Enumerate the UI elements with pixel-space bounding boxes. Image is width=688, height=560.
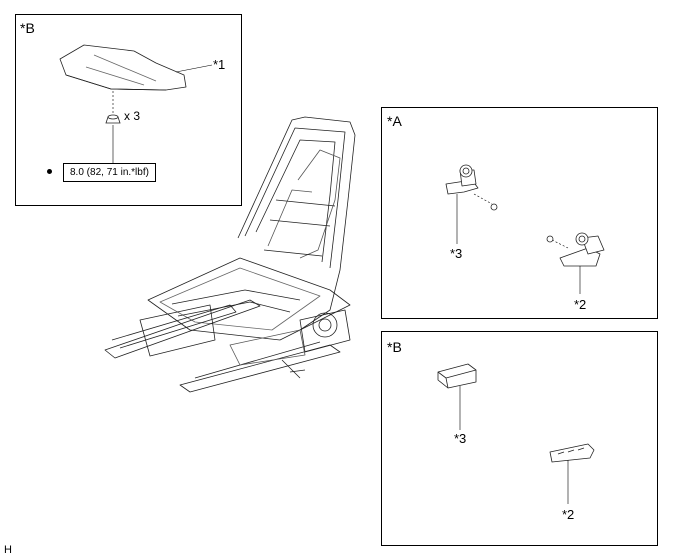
figure-code: H bbox=[4, 544, 12, 556]
cover-part-illustration bbox=[59, 44, 213, 163]
callout-2: *2 bbox=[562, 507, 575, 522]
torque-bullet-icon bbox=[47, 169, 52, 174]
panel-a: *A *3 *2 bbox=[381, 107, 658, 319]
bolt-icon bbox=[490, 203, 498, 211]
cover-parts-illustration bbox=[437, 363, 595, 504]
panel-b-bottom: *B *3 *2 bbox=[381, 331, 658, 546]
callout-1: *1 bbox=[213, 57, 226, 72]
quantity-label: x 3 bbox=[124, 109, 141, 123]
panel-label: *B bbox=[20, 20, 35, 36]
callout-2: *2 bbox=[574, 297, 587, 312]
callout-3: *3 bbox=[450, 246, 463, 261]
panel-label: *B bbox=[387, 339, 402, 355]
torque-spec: 8.0 (82, 71 in.*lbf) bbox=[63, 163, 156, 182]
panel-label: *A bbox=[387, 113, 402, 129]
nut-icon bbox=[105, 114, 121, 124]
panel-b-top: *B *1 x 3 8.0 (82, 71 in.*lbf) bbox=[15, 14, 242, 206]
callout-3: *3 bbox=[454, 431, 467, 446]
bolt-icon bbox=[546, 235, 554, 243]
bracket-parts-illustration bbox=[445, 164, 605, 294]
